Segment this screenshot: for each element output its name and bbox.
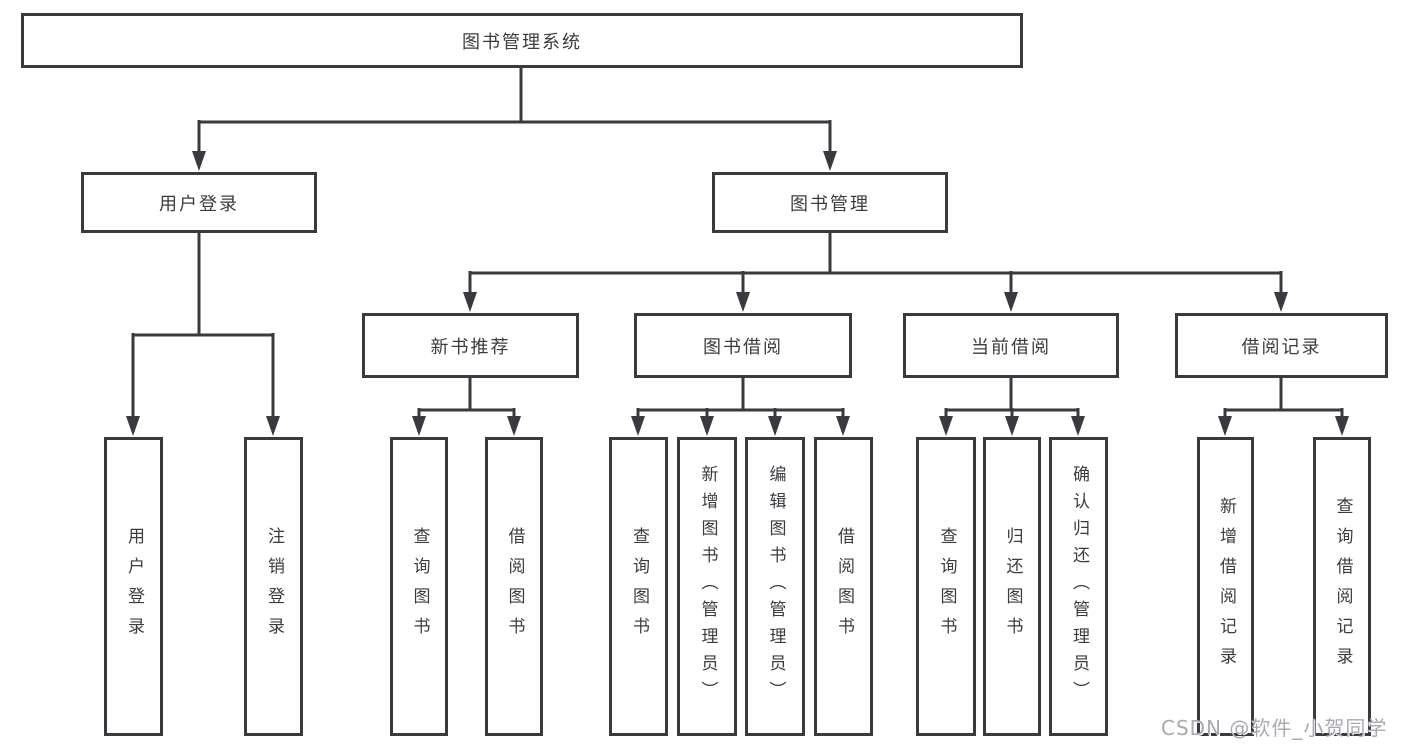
connector-user-login-children <box>126 233 280 436</box>
leaf-query-books-borrow: 查询图书 <box>609 437 668 736</box>
leaf-query-books-rec: 查询图书 <box>390 437 448 736</box>
connector-new-book-rec-children <box>412 378 521 436</box>
leaf-user-login: 用户登录 <box>104 437 163 736</box>
node-book-mgmt: 图书管理 <box>712 172 948 233</box>
csdn-watermark: CSDN @软件_小贺同学 <box>1161 716 1388 740</box>
leaf-return-books: 归还图书 <box>983 437 1041 736</box>
connector-book-borrow-children <box>631 378 850 436</box>
leaf-borrow-books-borrow: 借阅图书 <box>814 437 873 736</box>
node-new-book-rec: 新书推荐 <box>362 313 579 378</box>
leaf-confirm-return-admin: 确认归还（管理员） <box>1049 437 1108 736</box>
connector-borrow-records-children <box>1218 378 1349 436</box>
node-current-borrow: 当前借阅 <box>903 313 1119 378</box>
leaf-logout: 注销登录 <box>244 437 303 736</box>
leaf-query-books-current: 查询图书 <box>916 437 976 736</box>
node-borrow-records: 借阅记录 <box>1175 313 1388 378</box>
node-user-login: 用户登录 <box>81 172 317 233</box>
node-book-borrow: 图书借阅 <box>634 313 852 378</box>
leaf-borrow-books-rec: 借阅图书 <box>485 437 543 736</box>
leaf-edit-books-admin: 编辑图书（管理员） <box>745 437 805 736</box>
node-root: 图书管理系统 <box>21 13 1023 68</box>
connector-book-mgmt-children <box>463 233 1288 312</box>
connector-root-to-level2 <box>192 68 837 171</box>
connector-current-borrow-children <box>939 378 1085 436</box>
leaf-query-borrow-record: 查询借阅记录 <box>1313 437 1371 736</box>
leaf-add-books-admin: 新增图书（管理员） <box>677 437 737 736</box>
leaf-add-borrow-record: 新增借阅记录 <box>1197 437 1254 736</box>
